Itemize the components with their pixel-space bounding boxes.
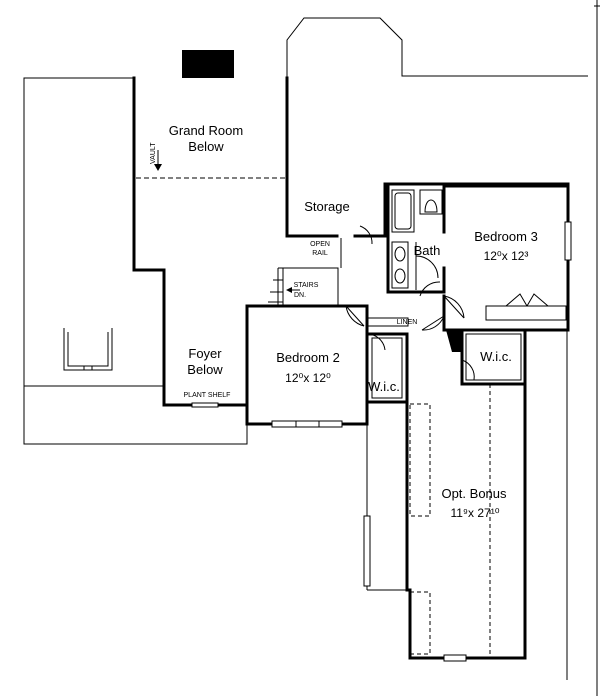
stairs bbox=[268, 238, 342, 305]
wic-right bbox=[446, 328, 527, 386]
bedroom3-label: Bedroom 3 bbox=[474, 229, 538, 244]
storage-label: Storage bbox=[304, 199, 350, 214]
bedroom3-dimensions: 12⁰x 12³ bbox=[484, 249, 529, 263]
bedroom3-walls bbox=[442, 184, 572, 332]
bonus-walls bbox=[363, 330, 568, 680]
chimney bbox=[182, 50, 234, 78]
bath bbox=[386, 184, 446, 294]
lower-roof-outline bbox=[23, 77, 248, 445]
grand-room-label: Grand Room bbox=[169, 123, 243, 138]
grand-room-below-label: Below bbox=[188, 139, 224, 154]
plant-shelf-label: PLANT SHELF bbox=[184, 392, 231, 399]
bedroom2-label: Bedroom 2 bbox=[276, 350, 340, 365]
open-rail-label-2: RAIL bbox=[312, 250, 328, 257]
vault-arrowhead bbox=[154, 164, 162, 171]
bath-label: Bath bbox=[414, 243, 441, 258]
linen-label: LINEN bbox=[397, 319, 418, 326]
stairs-dn-label: DN. bbox=[294, 292, 306, 299]
bonus-label: Opt. Bonus bbox=[441, 486, 507, 501]
bonus-dimensions: 11⁹x 27¹⁰ bbox=[450, 506, 499, 520]
edge-marks bbox=[594, 0, 600, 696]
bedroom2-walls bbox=[245, 304, 369, 428]
open-area-walls bbox=[132, 76, 287, 408]
vault-label: VAULT bbox=[150, 142, 157, 164]
wic-left-label: W.i.c. bbox=[368, 379, 400, 394]
storage-walls bbox=[285, 17, 588, 238]
bedroom2-dimensions: 12⁰x 12⁰ bbox=[285, 371, 331, 385]
foyer-below-label: Below bbox=[187, 362, 223, 377]
wic-right-label: W.i.c. bbox=[480, 349, 512, 364]
foyer-label: Foyer bbox=[188, 346, 222, 361]
stairs-label: STAIRS bbox=[294, 282, 319, 289]
open-rail-label: OPEN bbox=[310, 241, 330, 248]
